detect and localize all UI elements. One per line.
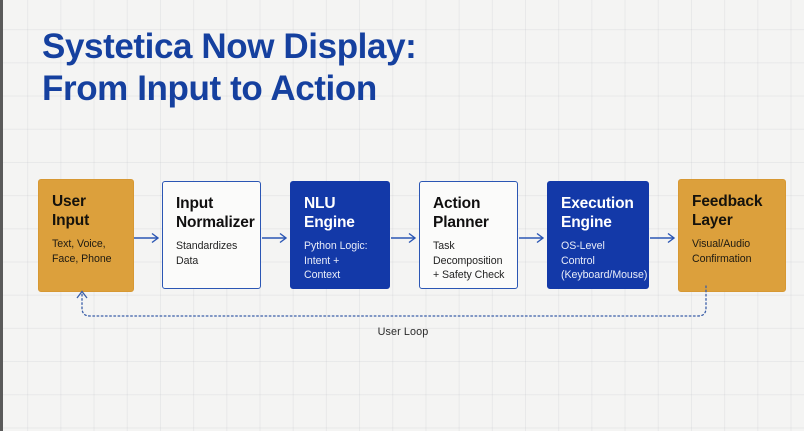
node-sub-line: + Safety Check <box>433 268 505 281</box>
node-title-line: Execution <box>561 195 634 212</box>
page-title-line-2: From Input to Action <box>42 69 377 109</box>
node-sub-line: OS-Level Control <box>561 240 605 267</box>
arrow-nlu-engine-to-action-planner <box>391 231 419 245</box>
flow-node-user-input[interactable]: User Input Text, Voice, Face, Phone <box>38 179 134 292</box>
arrow-input-normalizer-to-nlu-engine <box>262 231 290 245</box>
node-sub-line: Visual/Audio <box>692 238 751 251</box>
node-sub-line: Task <box>433 240 455 253</box>
flow-node-title: Action Planner <box>433 194 506 232</box>
node-sub-line: Face, Phone <box>52 252 112 265</box>
flow-node-title: Input Normalizer <box>176 194 255 232</box>
flow-node-subtitle: Visual/Audio Confirmation <box>692 237 774 265</box>
node-title-line: User <box>52 193 86 210</box>
flow-node-nlu-engine[interactable]: NLU Engine Python Logic: Intent + Contex… <box>290 181 390 289</box>
user-loop-label: User Loop <box>377 326 429 338</box>
node-title-line: Action <box>433 195 481 212</box>
node-title-line: Layer <box>692 212 733 230</box>
node-sub-line: (Keyboard/Mouse) <box>561 268 648 281</box>
node-title-line: Input <box>176 195 214 212</box>
page-title: Systetica Now Display: From Input to Act… <box>42 26 602 111</box>
flow-node-feedback-layer[interactable]: Feedback Layer Visual/Audio Confirmation <box>678 179 786 292</box>
flow-node-title: NLU Engine <box>304 194 378 232</box>
flow-node-title: Feedback Layer <box>692 192 774 230</box>
left-edge-strip <box>0 0 3 431</box>
node-title-line: Input <box>52 212 90 230</box>
flow-node-title: Execution Engine <box>561 194 637 232</box>
node-sub-line: Decomposition <box>433 254 503 267</box>
node-title-line: Planner <box>433 214 489 232</box>
flow-node-subtitle: Task Decomposition + Safety Check <box>433 239 506 281</box>
node-title-line: Engine <box>561 214 612 232</box>
node-title-line: Normalizer <box>176 214 255 232</box>
flow-node-subtitle: Text, Voice, Face, Phone <box>52 237 122 265</box>
node-sub-line: Text, Voice, <box>52 238 106 251</box>
page-title-line-1: Systetica Now Display: <box>42 27 417 66</box>
flow-node-subtitle: OS-Level Control (Keyboard/Mouse) <box>561 239 648 281</box>
flow-node-input-normalizer[interactable]: Input Normalizer Standardizes Data <box>162 181 261 289</box>
node-title-line: NLU <box>304 195 336 212</box>
node-sub-line: Standardizes <box>176 240 238 253</box>
node-sub-line: Intent + Context <box>304 254 341 281</box>
flow-node-title: User Input <box>52 192 122 230</box>
flow-node-subtitle: Standardizes Data <box>176 239 249 267</box>
arrow-execution-engine-to-feedback-layer <box>650 231 678 245</box>
arrow-action-planner-to-execution-engine <box>519 231 547 245</box>
node-title-line: Feedback <box>692 193 763 210</box>
right-edge-strip <box>804 0 806 431</box>
flow-node-subtitle: Python Logic: Intent + Context <box>304 239 378 281</box>
node-sub-line: Confirmation <box>692 252 752 265</box>
flow-node-execution-engine[interactable]: Execution Engine OS-Level Control (Keybo… <box>547 181 649 289</box>
flow-node-action-planner[interactable]: Action Planner Task Decomposition + Safe… <box>419 181 518 289</box>
node-sub-line: Data <box>176 254 199 267</box>
node-title-line: Engine <box>304 214 355 232</box>
arrow-user-input-to-input-normalizer <box>134 231 162 245</box>
node-sub-line: Python Logic: <box>304 240 368 253</box>
